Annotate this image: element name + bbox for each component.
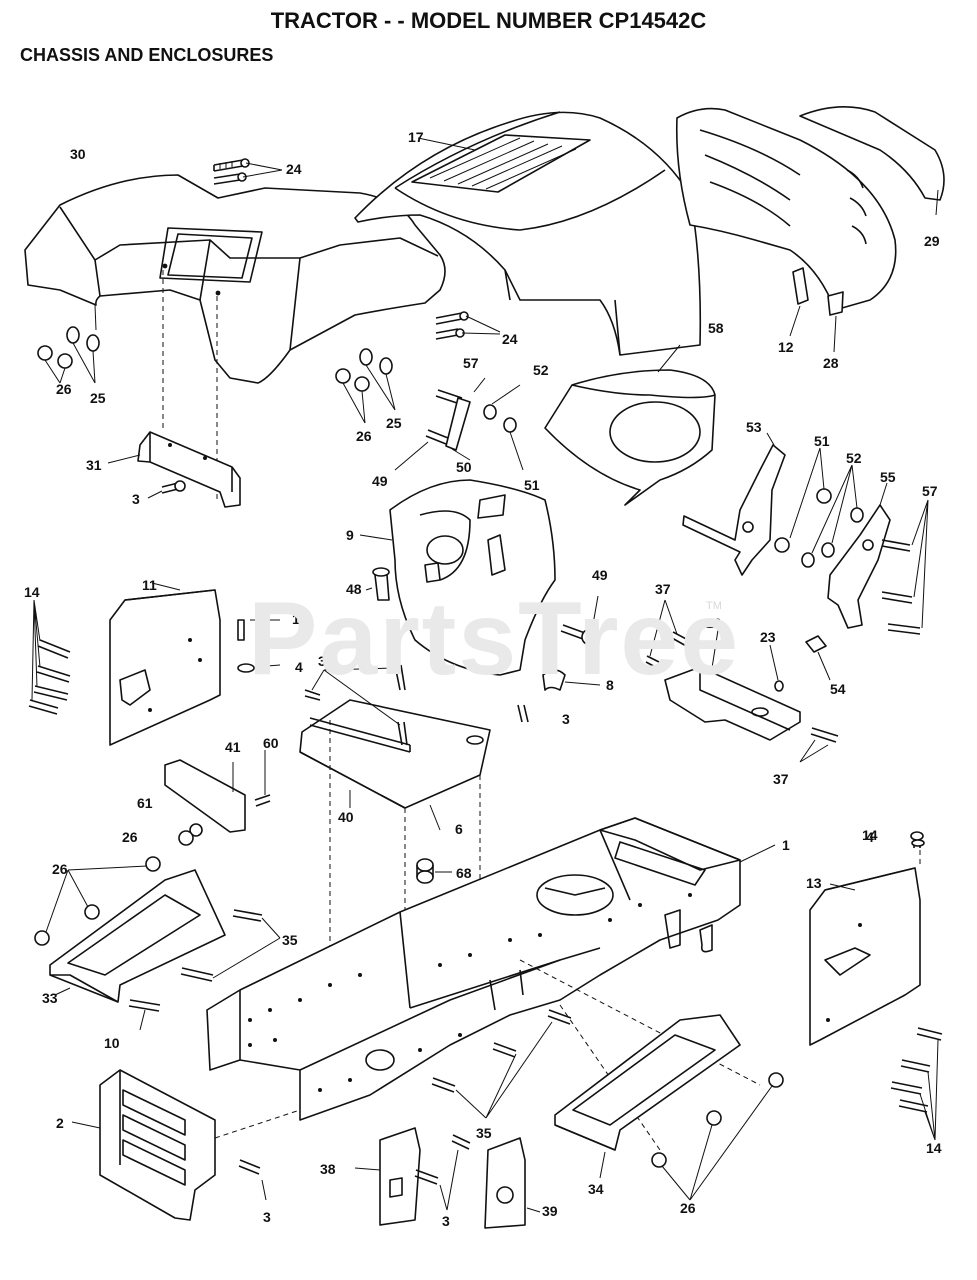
part-front-grille bbox=[675, 106, 945, 353]
callout-3: 3 bbox=[263, 1209, 271, 1225]
callout-48: 48 bbox=[346, 581, 362, 597]
callout-28: 28 bbox=[823, 355, 839, 371]
callout-61: 61 bbox=[137, 795, 153, 811]
callout-39: 39 bbox=[542, 1203, 558, 1219]
callout-57: 57 bbox=[922, 483, 938, 499]
callout-35: 35 bbox=[476, 1125, 492, 1141]
callout-49: 49 bbox=[592, 567, 608, 583]
callout-9: 9 bbox=[346, 527, 354, 543]
callout-8: 8 bbox=[606, 677, 614, 693]
part-frame-bolts bbox=[354, 1009, 572, 1229]
callout-25: 25 bbox=[90, 390, 106, 406]
part-footrest-right bbox=[554, 1014, 784, 1201]
callout-17: 17 bbox=[408, 129, 424, 145]
callout-14: 14 bbox=[24, 584, 40, 600]
part-nuts-washers-left bbox=[37, 326, 396, 424]
callout-68: 68 bbox=[456, 865, 472, 881]
callout-52: 52 bbox=[846, 450, 862, 466]
callout-12: 12 bbox=[778, 339, 794, 355]
callout-38: 38 bbox=[320, 1161, 336, 1177]
part-bolts-24 bbox=[213, 158, 501, 340]
callout-3: 3 bbox=[132, 491, 140, 507]
page-title: TRACTOR - - MODEL NUMBER CP14542C bbox=[270, 8, 707, 33]
callout-49: 49 bbox=[372, 473, 388, 489]
callout-41: 41 bbox=[225, 739, 241, 755]
callout-labels: 1 2 3 3 3 3 3 4 4 6 8 9 10 11 12 13 14 1… bbox=[24, 129, 942, 1229]
page-subtitle: CHASSIS AND ENCLOSURES bbox=[20, 45, 274, 65]
callout-31: 31 bbox=[86, 457, 102, 473]
callout-34: 34 bbox=[588, 1181, 604, 1197]
part-hardware-center bbox=[394, 377, 524, 471]
callout-51: 51 bbox=[524, 477, 540, 493]
part-console bbox=[359, 479, 601, 691]
part-steering-bracket bbox=[645, 599, 839, 763]
callout-14: 14 bbox=[862, 827, 878, 843]
callout-4: 4 bbox=[295, 659, 303, 675]
callout-35: 35 bbox=[282, 932, 298, 948]
callout-4: 4 bbox=[866, 829, 874, 845]
callout-14: 14 bbox=[926, 1140, 942, 1156]
callout-26: 26 bbox=[356, 428, 372, 444]
callout-6: 6 bbox=[455, 821, 463, 837]
callout-33: 33 bbox=[42, 990, 58, 1006]
part-dash-panel bbox=[544, 344, 716, 506]
callout-14: 14 bbox=[292, 611, 308, 627]
callout-37: 37 bbox=[655, 581, 671, 597]
watermark-trademark: TM bbox=[706, 600, 722, 612]
part-hood bbox=[354, 111, 702, 356]
callout-24: 24 bbox=[286, 161, 302, 177]
callout-29: 29 bbox=[924, 233, 940, 249]
callout-13: 13 bbox=[806, 875, 822, 891]
callout-55: 55 bbox=[880, 469, 896, 485]
part-steering-support bbox=[682, 432, 929, 681]
callout-30: 30 bbox=[70, 146, 86, 162]
callout-58: 58 bbox=[708, 320, 724, 336]
callout-23: 23 bbox=[760, 629, 776, 645]
callout-50: 50 bbox=[456, 459, 472, 475]
callout-3: 3 bbox=[442, 1213, 450, 1229]
callout-20: 20 bbox=[706, 615, 722, 631]
callout-57: 57 bbox=[463, 355, 479, 371]
callout-52: 52 bbox=[533, 362, 549, 378]
callout-2: 2 bbox=[56, 1115, 64, 1131]
callout-11: 11 bbox=[142, 577, 157, 593]
watermark: PartsTree bbox=[248, 581, 741, 697]
part-bracket-31 bbox=[107, 431, 241, 508]
callout-1: 1 bbox=[782, 837, 790, 853]
callout-40: 40 bbox=[338, 809, 354, 825]
callout-24: 24 bbox=[502, 331, 518, 347]
part-front-bracket bbox=[71, 1069, 301, 1221]
callout-3: 3 bbox=[562, 711, 570, 727]
part-left-side-panel bbox=[28, 582, 281, 746]
callout-26: 26 bbox=[680, 1200, 696, 1216]
callout-53: 53 bbox=[746, 419, 762, 435]
callout-60: 60 bbox=[263, 735, 279, 751]
callout-26: 26 bbox=[122, 829, 138, 845]
part-spacer-68 bbox=[416, 858, 452, 884]
callout-25: 25 bbox=[386, 415, 402, 431]
part-main-frame bbox=[206, 817, 776, 1151]
callout-37: 37 bbox=[773, 771, 789, 787]
callout-51: 51 bbox=[814, 433, 830, 449]
callout-26: 26 bbox=[56, 381, 72, 397]
part-right-side-panel bbox=[809, 831, 943, 1141]
callout-26: 26 bbox=[52, 861, 68, 877]
callout-10: 10 bbox=[104, 1035, 120, 1051]
part-rear-fender bbox=[24, 174, 446, 500]
callout-54: 54 bbox=[830, 681, 846, 697]
callout-3: 3 bbox=[318, 653, 326, 669]
part-plate-41 bbox=[164, 750, 271, 846]
part-footrest-left bbox=[34, 856, 281, 1031]
